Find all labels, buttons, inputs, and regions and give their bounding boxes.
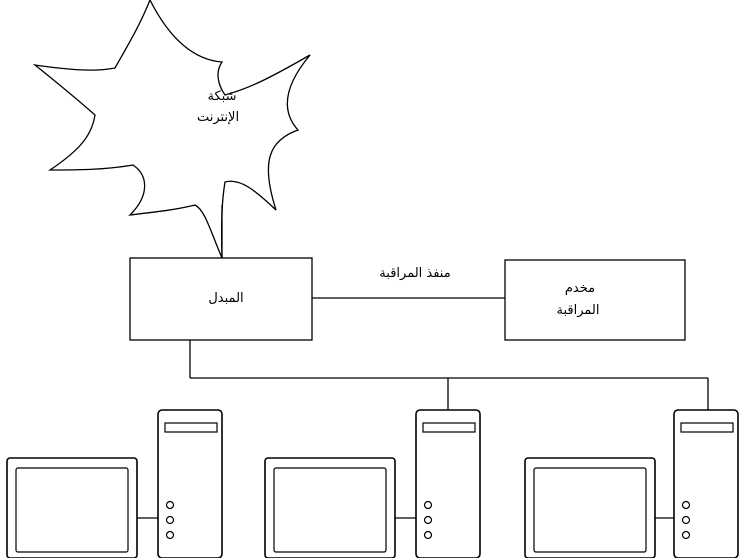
monitor-server-label-line2: المراقبة [557,303,600,318]
switch-label: المبدل [208,291,243,306]
internet-label-line1: شبكة [208,89,237,104]
workstation-2 [264,409,481,558]
internet-label-line2: الإنترنت [197,110,239,125]
monitor-port-label: منفذ المراقبة [379,266,450,281]
tower-icon [157,409,223,558]
tower-icon [673,409,739,558]
monitor-server-label-line1: مخدم [565,281,595,296]
tower-icon [415,409,481,558]
workstation-3 [524,409,739,558]
monitor-icon [264,457,396,558]
connection-lines [189,205,709,410]
internet-cloud: شبكة الإنترنت [32,0,311,259]
monitor-icon [524,457,656,558]
switch-node: المبدل [129,257,313,341]
monitor-server-node: مخدم المراقبة [504,259,686,341]
monitor-icon [6,457,138,558]
workstation-1 [6,409,223,558]
